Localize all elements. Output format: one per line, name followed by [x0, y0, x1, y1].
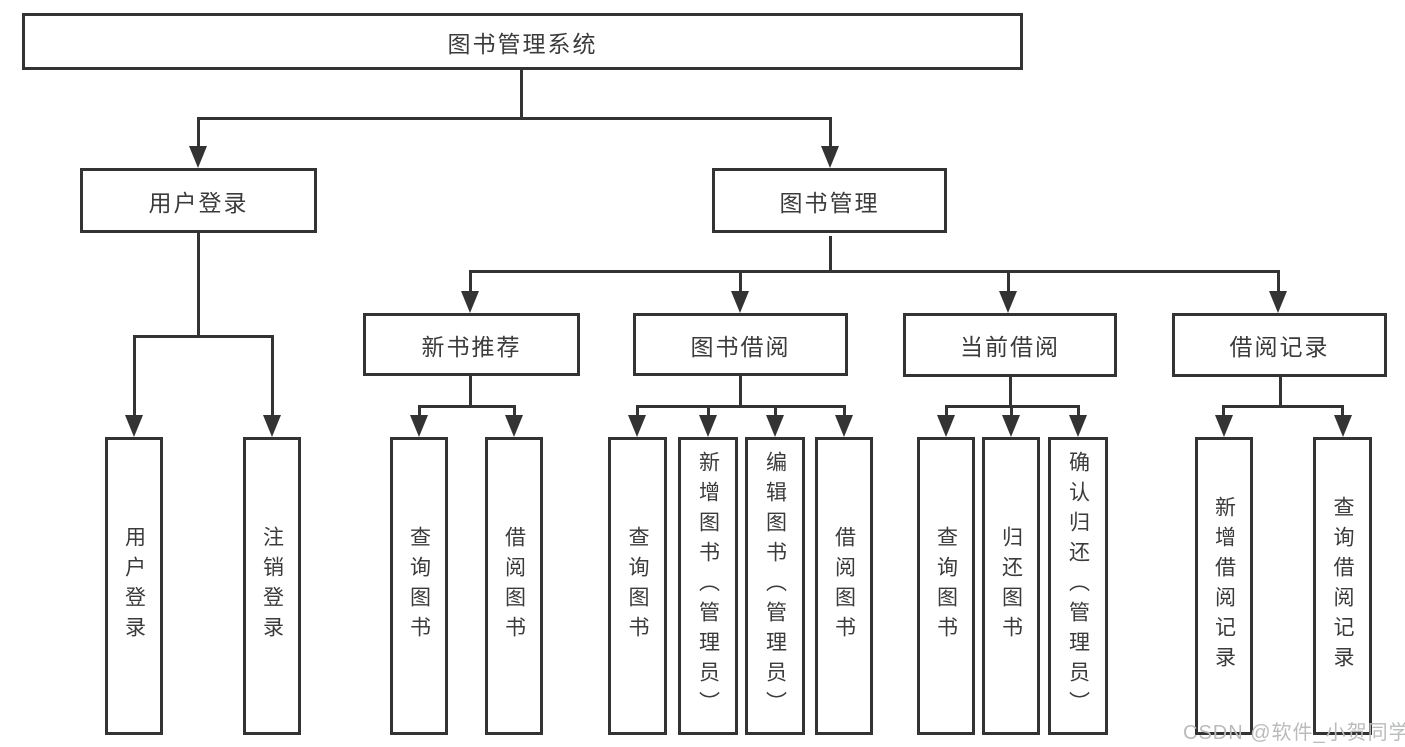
arrowhead-down-icon [835, 415, 853, 437]
connector-v-line [469, 270, 472, 293]
connector-v-line [1009, 377, 1012, 408]
arrowhead-down-icon [461, 291, 479, 313]
leaf-confirm-return-admin: 确认归还（管理员） [1048, 437, 1108, 735]
connector-v-line [1277, 270, 1280, 293]
connector-v-line [829, 117, 832, 149]
node-borrowing-records: 借阅记录 [1172, 313, 1387, 377]
connector-v-line [945, 405, 948, 417]
connector-v-line [1341, 405, 1344, 417]
connector-v-line [520, 69, 523, 118]
leaf-user-login: 用户登录 [105, 437, 163, 735]
connector-v-line [513, 405, 516, 417]
connector-v-line [1222, 405, 1225, 417]
arrowhead-down-icon [125, 415, 143, 437]
leaf-recommend-query-books: 查询图书 [390, 437, 448, 735]
connector-v-line [1279, 377, 1282, 408]
connector-v-line [197, 117, 200, 149]
node-library-management-system: 图书管理系统 [22, 13, 1023, 70]
connector-v-line [271, 335, 274, 417]
connector-v-line [829, 236, 832, 273]
arrowhead-down-icon [999, 291, 1017, 313]
connector-h-line [133, 335, 274, 338]
arrowhead-down-icon [628, 415, 646, 437]
node-new-book-recommendation: 新书推荐 [363, 313, 580, 376]
connector-h-line [636, 405, 846, 408]
connector-v-line [1077, 405, 1080, 417]
arrowhead-down-icon [1269, 291, 1287, 313]
connector-h-line [197, 117, 832, 120]
csdn-watermark: CSDN @软件_小贺同学 [1183, 722, 1405, 744]
arrowhead-down-icon [1215, 415, 1233, 437]
leaf-current-query-books: 查询图书 [917, 437, 975, 735]
leaf-add-books-admin: 新增图书（管理员） [678, 437, 738, 735]
leaf-borrow-books: 借阅图书 [815, 437, 873, 735]
leaf-query-borrow-record: 查询借阅记录 [1313, 437, 1372, 735]
node-book-borrowing: 图书借阅 [633, 313, 848, 376]
connector-v-line [707, 405, 710, 417]
connector-v-line [197, 233, 200, 337]
arrowhead-down-icon [766, 415, 784, 437]
connector-v-line [739, 270, 742, 293]
connector-h-line [1222, 405, 1344, 408]
leaf-recommend-borrow-books: 借阅图书 [485, 437, 543, 735]
connector-v-line [133, 335, 136, 417]
connector-v-line [739, 376, 742, 408]
leaf-logout: 注销登录 [243, 437, 301, 735]
arrowhead-down-icon [189, 146, 207, 168]
arrowhead-down-icon [505, 415, 523, 437]
leaf-edit-books-admin: 编辑图书（管理员） [745, 437, 805, 735]
connector-h-line [469, 270, 1280, 273]
connector-v-line [1007, 270, 1010, 293]
connector-h-line [945, 405, 1080, 408]
arrowhead-down-icon [1002, 415, 1020, 437]
connector-v-line [774, 405, 777, 417]
node-current-borrowing: 当前借阅 [903, 313, 1117, 377]
arrowhead-down-icon [937, 415, 955, 437]
arrowhead-down-icon [821, 146, 839, 168]
leaf-borrowing-query-books: 查询图书 [608, 437, 667, 735]
node-book-management: 图书管理 [712, 168, 947, 233]
arrowhead-down-icon [263, 415, 281, 437]
connector-v-line [469, 376, 472, 408]
leaf-return-books: 归还图书 [982, 437, 1040, 735]
connector-v-line [418, 405, 421, 417]
arrowhead-down-icon [1334, 415, 1352, 437]
arrowhead-down-icon [410, 415, 428, 437]
connector-v-line [636, 405, 639, 417]
connector-v-line [1010, 405, 1013, 417]
leaf-add-borrow-record: 新增借阅记录 [1195, 437, 1253, 735]
node-user-login: 用户登录 [80, 168, 317, 233]
arrowhead-down-icon [731, 291, 749, 313]
connector-v-line [843, 405, 846, 417]
arrowhead-down-icon [1069, 415, 1087, 437]
connector-h-line [418, 405, 516, 408]
arrowhead-down-icon [699, 415, 717, 437]
